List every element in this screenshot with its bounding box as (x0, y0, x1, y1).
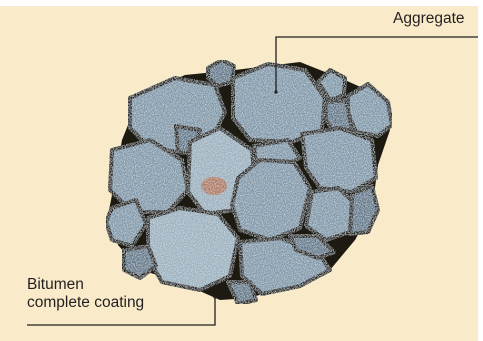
aggregate-stone (232, 160, 310, 240)
aggregate-leader-dot (274, 90, 277, 93)
bitumen-label-line1: Bitumen (27, 276, 144, 294)
rust-spot (201, 177, 227, 195)
aggregate-stone (208, 60, 234, 86)
bitumen-leader-dot (213, 295, 216, 298)
aggregate-stone (148, 208, 238, 290)
bitumen-label-line2: complete coating (27, 294, 144, 312)
aggregate-stone (348, 84, 392, 136)
aggregate-label: Aggregate (393, 10, 465, 28)
aggregate-stone (233, 64, 325, 142)
bitumen-label: Bitumen complete coating (27, 276, 144, 312)
aggregate-stone (124, 246, 156, 278)
aggregate-stone (350, 186, 378, 234)
aggregate-stone (228, 282, 256, 304)
